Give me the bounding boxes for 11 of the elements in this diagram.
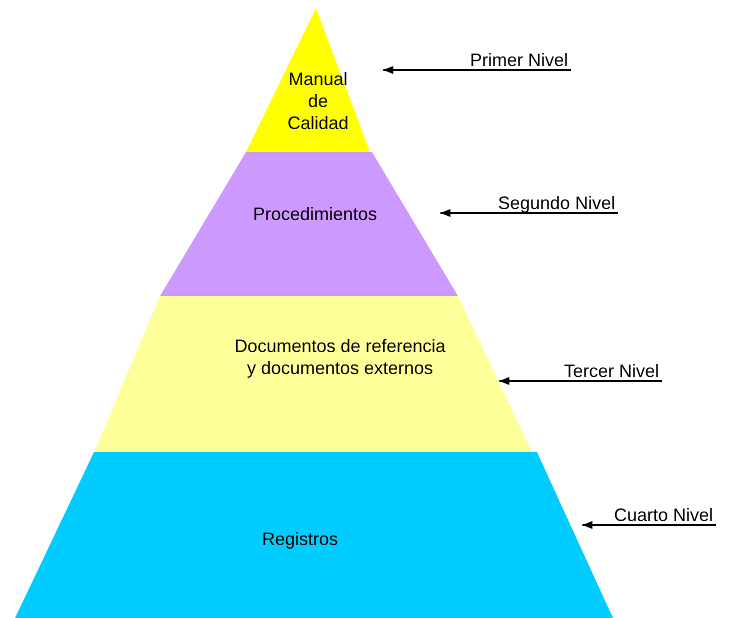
level-label: Tercer Nivel xyxy=(564,361,660,381)
band-label: Documentos de referencia y documentos externos xyxy=(233,335,447,379)
arrow xyxy=(582,521,716,529)
arrow xyxy=(499,377,662,385)
band-label: Registros xyxy=(260,528,340,550)
level-label: Primer Nivel xyxy=(470,50,568,70)
arrow xyxy=(383,66,571,74)
band-label: Procedimientos xyxy=(252,203,378,225)
level-label: Cuarto Nivel xyxy=(614,505,714,525)
arrow xyxy=(440,209,618,217)
level-label: Segundo Nivel xyxy=(498,193,616,213)
